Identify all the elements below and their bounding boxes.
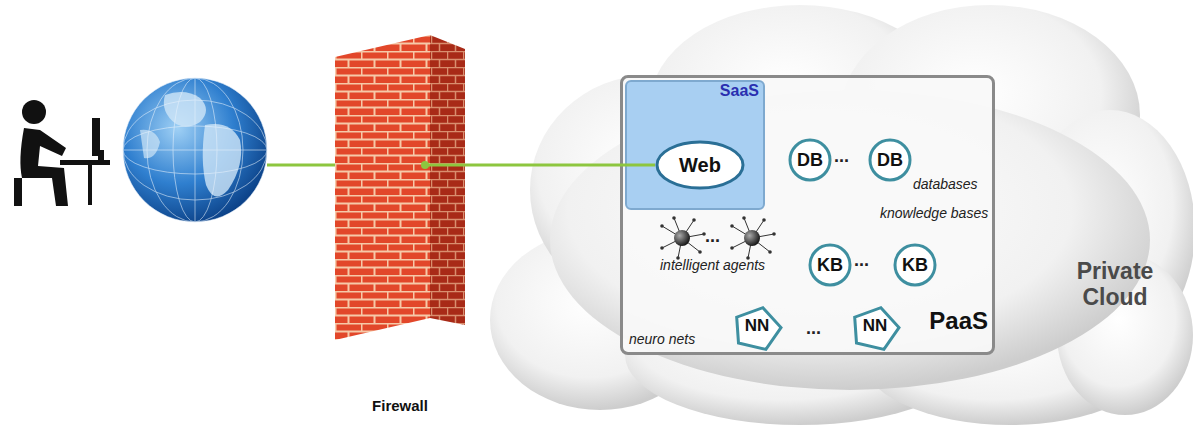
node-text: DB	[797, 150, 823, 171]
note-label: intelligent agents	[660, 257, 765, 273]
network-wire	[267, 164, 335, 167]
node-text: DB	[877, 150, 903, 171]
web-ellipse: Web	[655, 140, 745, 190]
neural-net-pentagon: NN	[730, 301, 784, 351]
cloud-shape	[470, 0, 1193, 427]
neural-net-pentagon: NN	[848, 301, 902, 351]
node-text: Web	[679, 154, 721, 177]
note-label: knowledge bases	[880, 205, 988, 221]
ellipsis: ...	[705, 226, 720, 247]
network-link	[465, 164, 655, 167]
knowledge-base-circle: KB	[893, 243, 937, 287]
saas-box: SaaS Web	[625, 80, 765, 210]
firewall: Firewall	[335, 35, 465, 340]
note-label: neuro nets	[629, 331, 695, 347]
node-text: KB	[902, 255, 928, 276]
node-text: Firewall	[325, 397, 475, 414]
firewall-wall	[335, 35, 465, 340]
node-text: KB	[817, 255, 843, 276]
ellipsis: ...	[806, 318, 821, 339]
user-icon	[14, 100, 110, 206]
node-text: NN	[863, 316, 888, 336]
database-circle: DB	[868, 138, 912, 182]
saas-panel	[625, 80, 765, 210]
knowledge-base-circle: KB	[808, 243, 852, 287]
node-text: Private Cloud	[1055, 258, 1175, 311]
node-text: SaaS	[675, 82, 759, 100]
globe-icon	[123, 78, 267, 222]
node-text: PaaS	[910, 307, 988, 335]
ellipsis: ...	[854, 250, 869, 271]
cloud-region: Private CloudPaaS SaaS Web DB DB KB KB NN NN	[470, 0, 1193, 427]
ellipsis: ...	[834, 146, 849, 167]
database-circle: DB	[788, 138, 832, 182]
node-text: NN	[745, 316, 770, 336]
note-label: databases	[913, 176, 978, 192]
